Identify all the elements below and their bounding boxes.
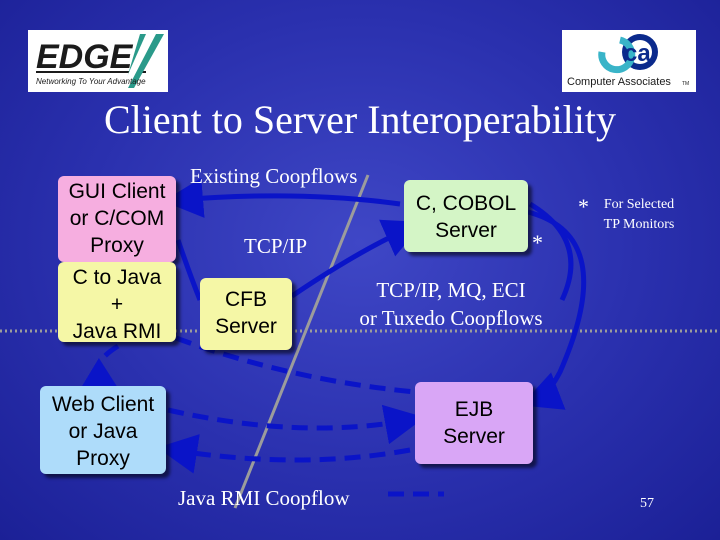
gui-client-line: or C/COM xyxy=(69,207,165,230)
tuxedo-coopflows-line: or Tuxedo Coopflows xyxy=(359,306,543,330)
footnote-asterisk: * xyxy=(578,194,589,219)
page-number: 57 xyxy=(640,496,654,511)
cfb-server-box: CFB Server xyxy=(200,278,292,350)
ca-tm-mark: TM xyxy=(682,81,689,87)
web-client-box: Web Client or Java Proxy xyxy=(40,386,166,474)
c-to-java-link xyxy=(175,239,203,301)
edge-logo-graphic: EDGE Networking To Your Advantage xyxy=(36,34,164,88)
ejb-server-line: EJB xyxy=(454,398,494,421)
c-to-java-line: + xyxy=(110,293,124,316)
footnote-line: For Selected xyxy=(603,197,675,212)
ejb-server-line: Server xyxy=(443,425,505,448)
ca-logo-text: ca xyxy=(624,40,651,67)
edge-logo-tagline: Networking To Your Advantage xyxy=(36,77,146,86)
tcpip-label: TCP/IP xyxy=(244,234,308,258)
ejb-server-box: EJB Server xyxy=(415,382,533,464)
c-to-java-box: C to Java + Java RMI xyxy=(58,262,176,343)
footnote-line: TP Monitors xyxy=(603,217,675,232)
cfb-server-line: Server xyxy=(215,315,277,338)
ca-company-name: Computer Associates xyxy=(567,76,671,88)
tuxedo-coopflows-label: TCP/IP, MQ, ECI or Tuxedo Coopflows xyxy=(336,276,566,332)
edge-logo-text: EDGE xyxy=(36,38,134,76)
edge-logo: EDGE Networking To Your Advantage xyxy=(28,30,168,92)
rmi-ejb-to-web-arrow xyxy=(157,434,411,474)
slide-title: Client to Server Interoperability xyxy=(103,97,617,142)
cobol-asterisk: * xyxy=(532,230,543,255)
cobol-server-line: Server xyxy=(435,219,497,242)
tcpip-arrow xyxy=(290,219,424,299)
c-to-java-line: C to Java xyxy=(72,266,162,289)
existing-coopflow-arrow xyxy=(163,178,401,218)
gui-client-line: GUI Client xyxy=(68,180,166,203)
ca-logo-graphic: ca Computer Associates TM xyxy=(567,34,689,88)
gui-client-box: GUI Client or C/COM Proxy xyxy=(58,176,176,262)
tuxedo-coopflow-return xyxy=(528,201,574,302)
cobol-server-line: C, COBOL xyxy=(415,192,517,215)
c-to-java-line: Java RMI xyxy=(72,320,162,343)
tuxedo-coopflows-line: TCP/IP, MQ, ECI xyxy=(376,278,526,302)
ca-logo: ca Computer Associates TM xyxy=(562,30,696,92)
existing-coopflows-label: Existing Coopflows xyxy=(190,164,358,188)
cobol-server-box: C, COBOL Server xyxy=(404,180,528,252)
diagonal-divider xyxy=(233,174,370,509)
web-client-line: or Java xyxy=(68,420,138,443)
web-client-line: Web Client xyxy=(51,393,155,416)
web-client-line: Proxy xyxy=(76,447,130,470)
java-rmi-coopflow-label: Java RMI Coopflow xyxy=(178,486,350,510)
cfb-server-line: CFB xyxy=(225,288,267,311)
rmi-web-to-ejb-arrow xyxy=(167,404,425,445)
rmi-proxy-arrow xyxy=(78,343,123,396)
footnote-text: For Selected TP Monitors xyxy=(594,195,684,235)
gui-client-line: Proxy xyxy=(90,234,144,257)
